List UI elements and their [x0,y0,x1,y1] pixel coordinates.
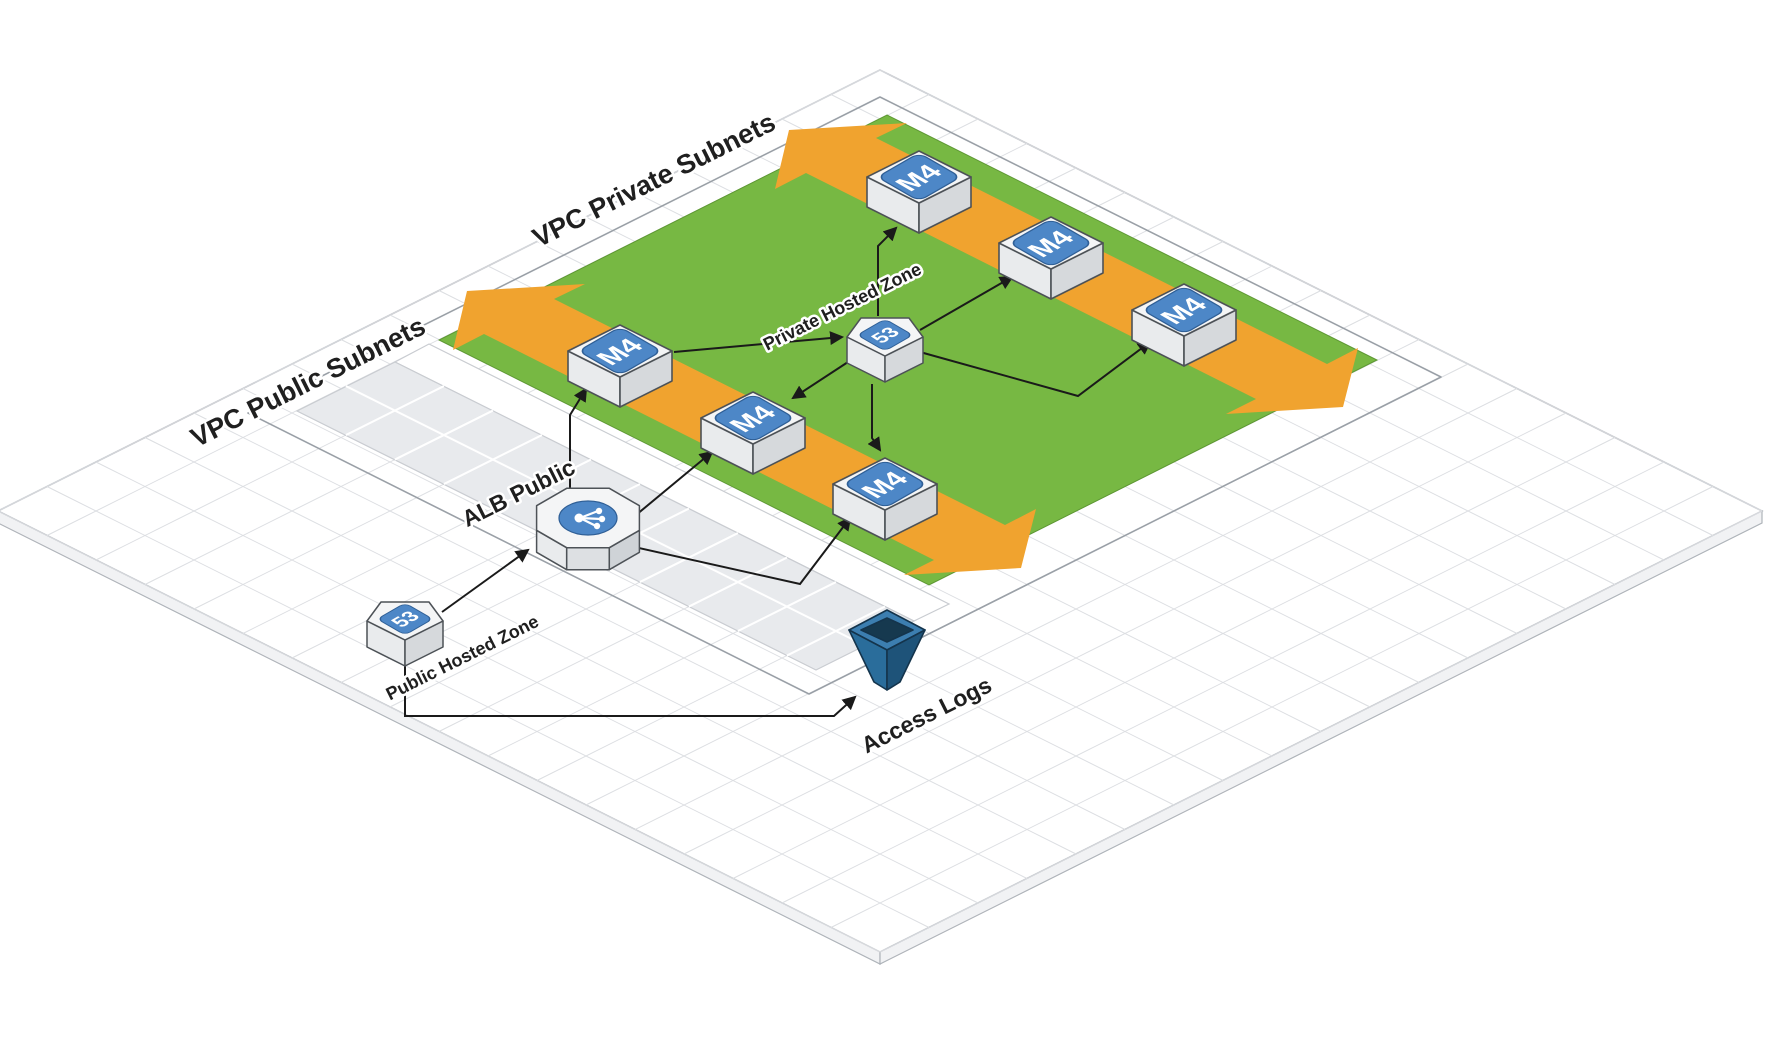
grid-line [46,486,930,928]
load-balancer-icon [535,487,641,571]
grid-line [830,486,1714,928]
node-alb-public[interactable] [535,487,641,571]
edge-route53-private-to-ec2-m4-1 [877,226,898,316]
edge-route53-private-to-ec2-m4-3 [919,340,1152,398]
edge-alb-to-ec2-m4-4 [569,387,588,497]
vpc-boundary-outline [247,96,1442,695]
node-ec2-m4-6[interactable]: M4 [832,457,938,541]
edge-route53-private-to-ec2-m4-2 [919,275,1014,331]
node-ec2-m4-3[interactable]: M4 [1131,283,1237,367]
grid-line [0,511,881,953]
node-ec2-m4-5[interactable]: M4 [700,391,806,475]
edge-route53-private-to-ec2-m4-6 [867,384,882,452]
edge-ec2-m4-4-to-route53-private [673,331,845,353]
node-ec2-m4-2[interactable]: M4 [998,216,1104,300]
grid-line [95,461,979,904]
grid-line [781,461,1665,904]
node-route53-private[interactable]: 53 [846,317,924,383]
edge-route53-public-to-alb [441,548,530,613]
node-ec2-m4-4[interactable]: M4 [567,324,673,408]
grid-line [144,437,1028,879]
connections [404,226,1152,717]
grid-line [879,510,1763,953]
edge-route53-public-to-s3 [404,662,857,717]
node-ec2-m4-1[interactable]: M4 [866,150,972,234]
node-route53-public[interactable]: 53 [366,601,444,667]
edge-alb-to-ec2-m4-6 [611,516,852,586]
edge-route53-private-to-ec2-m4-5 [791,361,849,400]
edge-alb-to-ec2-m4-5 [629,450,714,521]
